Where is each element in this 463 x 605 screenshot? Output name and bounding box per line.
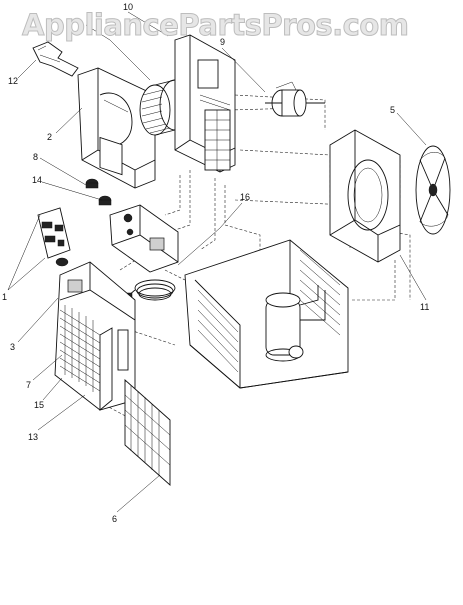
- callout-16: 16: [240, 192, 250, 202]
- part-10-bulkhead: [174, 34, 236, 173]
- part-1-control-panel: [37, 207, 71, 267]
- callout-8: 8: [33, 152, 38, 162]
- part-9-fan-motor: [265, 81, 325, 117]
- part-2-blower-scroll: [77, 67, 156, 189]
- callout-12: 12: [8, 76, 18, 86]
- part-8-control-knob: [85, 178, 99, 189]
- callout-7: 7: [26, 380, 31, 390]
- callout-5: 5: [390, 105, 395, 115]
- control-box: [109, 204, 179, 273]
- part-14-knob: [98, 195, 112, 206]
- callout-13: 13: [28, 432, 38, 442]
- callout-15: 15: [34, 400, 44, 410]
- callout-3: 3: [10, 342, 15, 352]
- callout-10: 10: [123, 2, 133, 12]
- callout-labels: 1 2 3 5 6 7 8 9 10 11 12 13 14 15 16: [2, 2, 429, 524]
- callout-11: 11: [420, 302, 429, 312]
- part-5-condenser-fan: [415, 145, 451, 235]
- leader-lines: [7, 11, 427, 513]
- callout-9: 9: [220, 37, 225, 47]
- part-12-top-bracket: [32, 41, 79, 77]
- part-3-front-grille: [54, 261, 136, 411]
- part-6-air-filter: [124, 378, 171, 487]
- part-11-condenser-shroud: [329, 129, 401, 263]
- callout-6: 6: [112, 514, 117, 524]
- callout-2: 2: [47, 132, 52, 142]
- callout-1: 1: [2, 292, 7, 302]
- compressor: [265, 285, 326, 362]
- callout-14: 14: [32, 175, 42, 185]
